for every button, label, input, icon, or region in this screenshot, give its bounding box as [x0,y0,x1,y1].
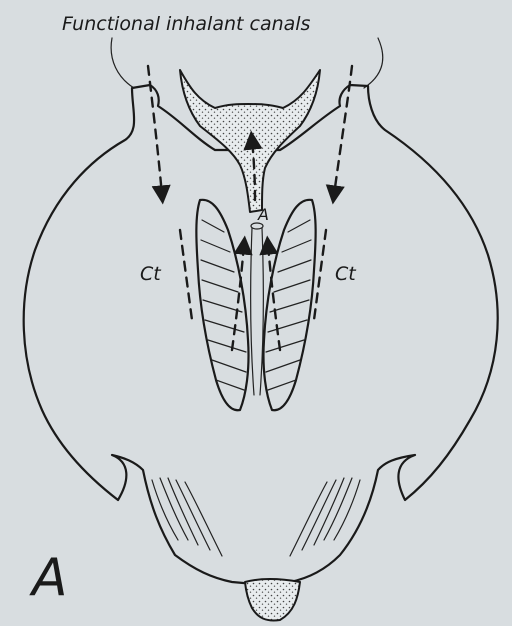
left-lobe-stripes [201,220,246,390]
ct-label-left: Ct [140,263,162,285]
left-inner-flow [180,230,192,320]
functional-inhalant-canals-label: Functional inhalant canals [62,13,311,35]
right-inhalant-arrow [334,66,352,195]
right-hatching [290,478,360,556]
panel-label: A [29,548,68,608]
left-pointer-line [111,38,134,88]
central-tube-left [251,228,254,395]
right-pointer-line [364,38,383,88]
right-lobe-stripes [266,220,311,390]
left-upflow-arrow [232,245,244,350]
left-inhalant-arrow [148,66,162,195]
right-upflow-arrow [268,245,280,350]
osculum [245,579,300,621]
ct-label-right: Ct [335,263,357,285]
a-label-center: A [257,205,269,224]
left-hatching [152,478,222,556]
